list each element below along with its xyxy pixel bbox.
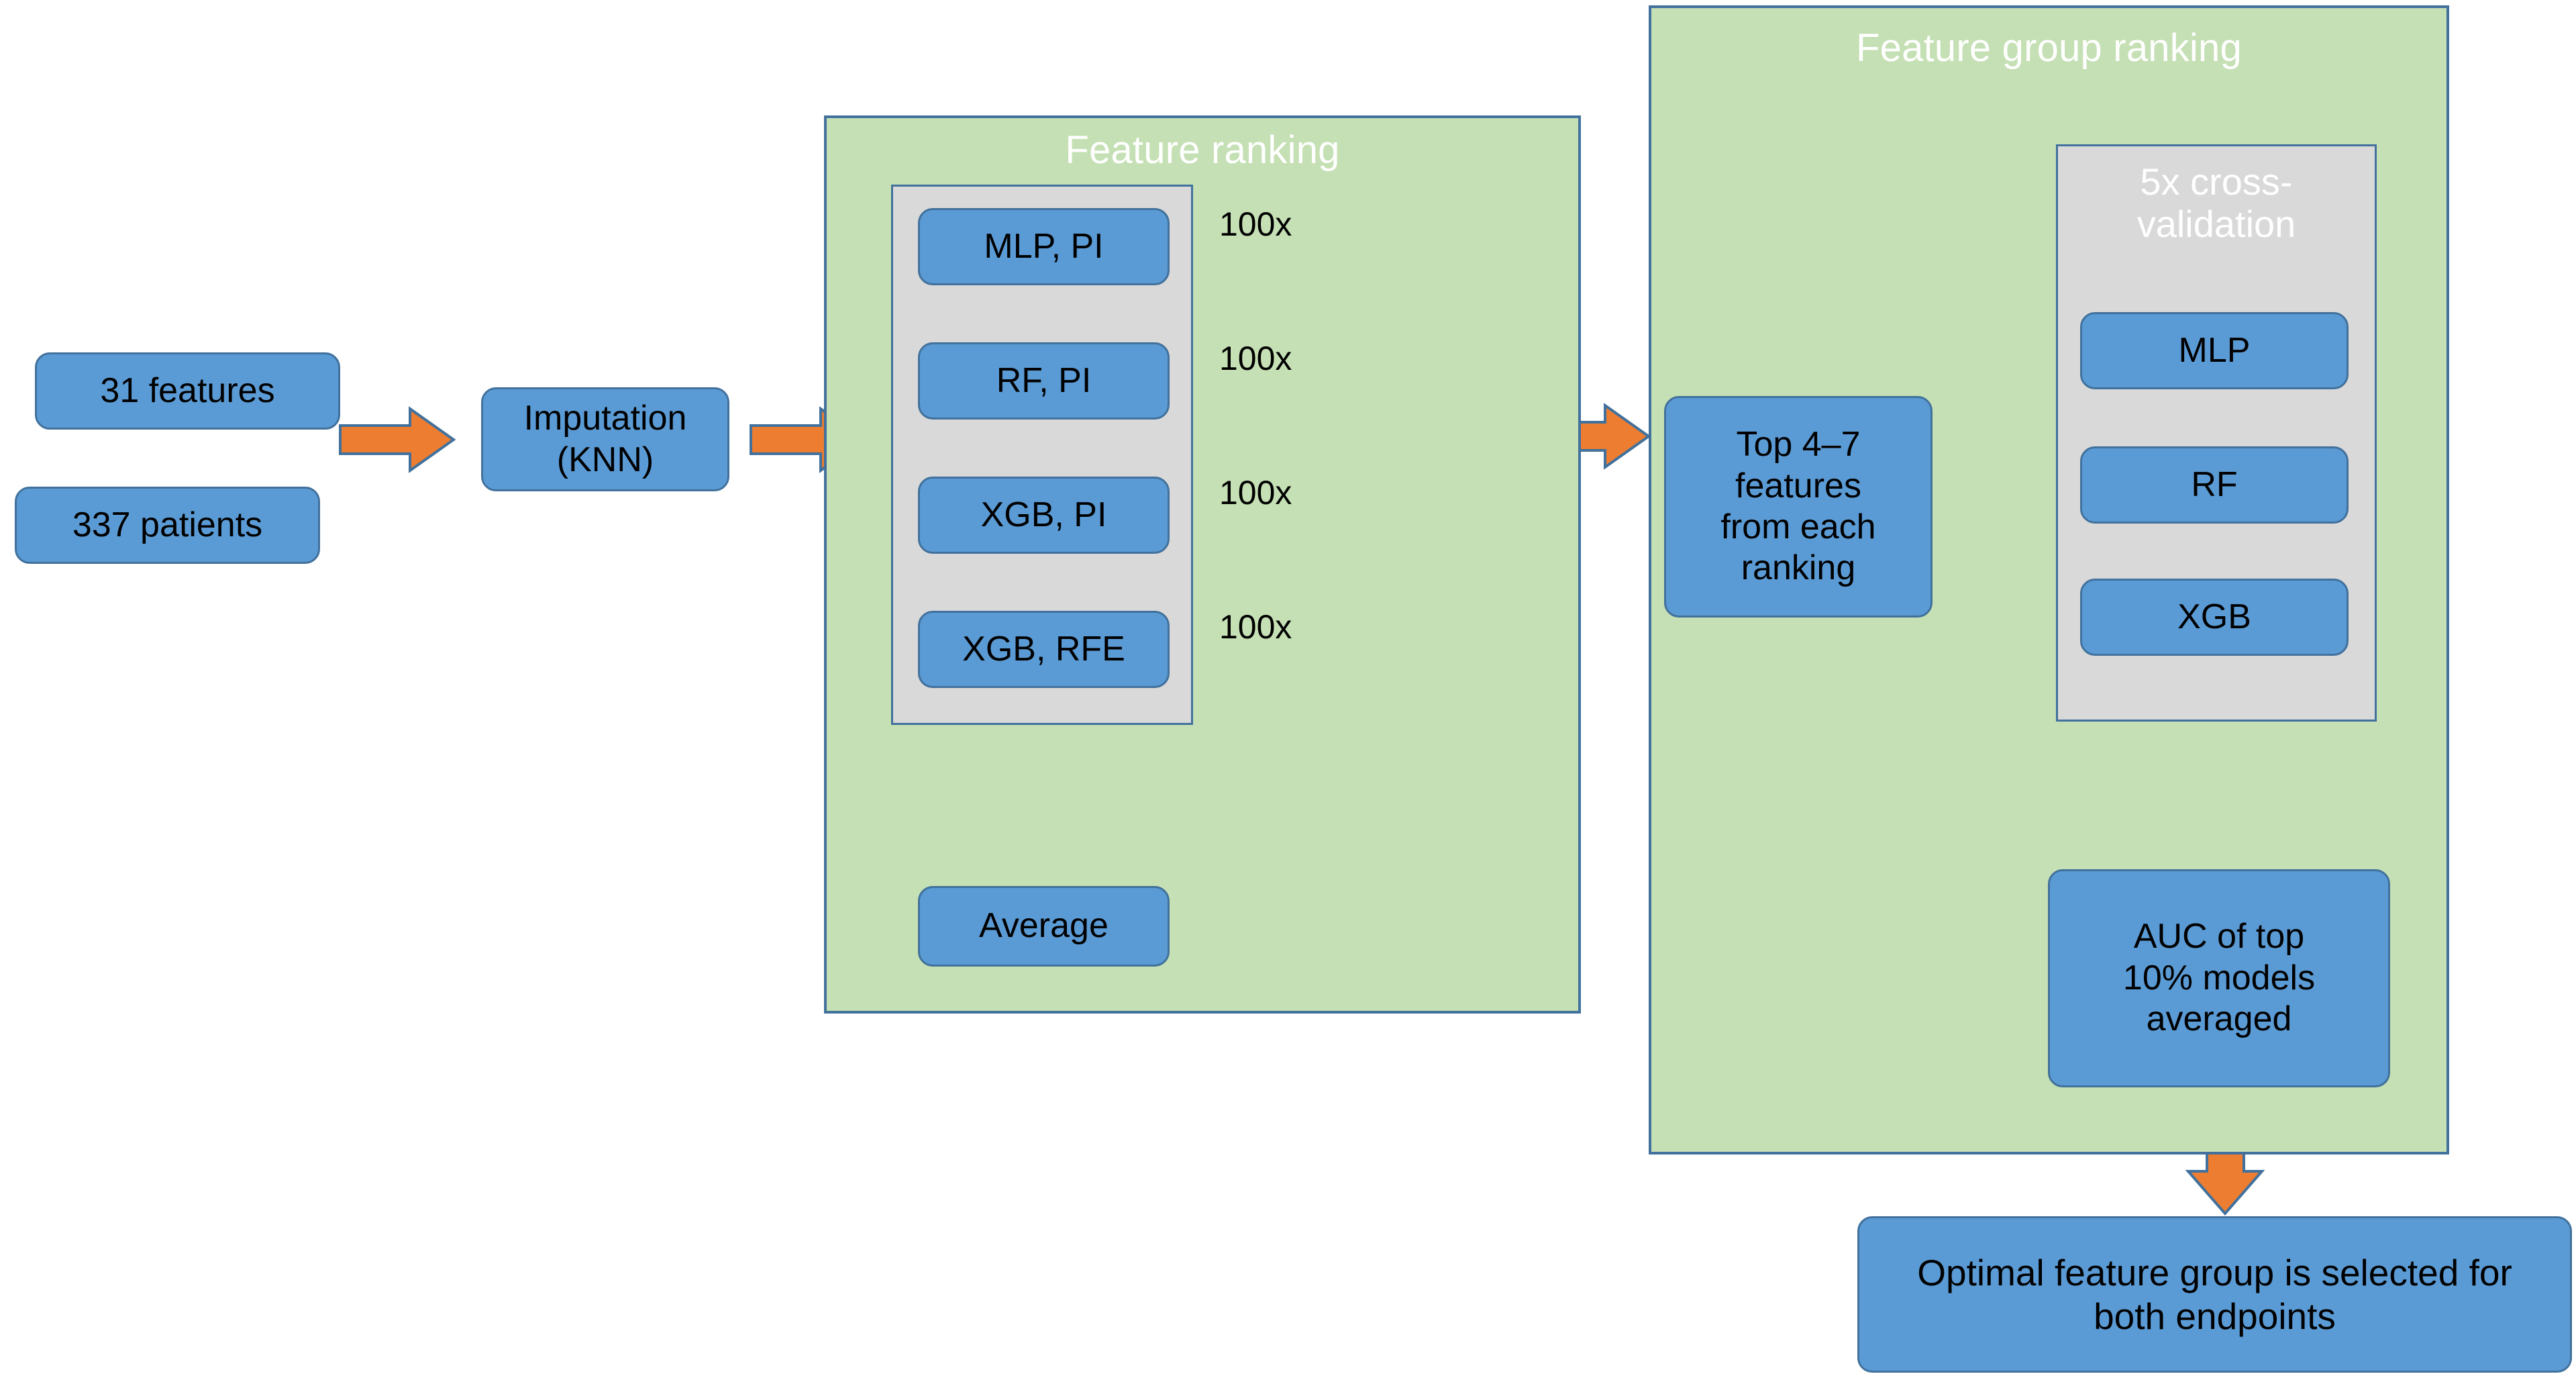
top-features-box[interactable]: Top 4–7 features from each ranking (1664, 396, 1933, 618)
feature-group-ranking-panel-title: Feature group ranking (1856, 26, 2242, 70)
cv-model-box-mlp[interactable]: MLP (2080, 312, 2349, 389)
method-box-mlp-pi[interactable]: MLP, PI (918, 208, 1170, 285)
imputation-box[interactable]: Imputation (KNN) (481, 387, 729, 491)
method-box-rf-pi[interactable]: RF, PI (918, 342, 1170, 420)
method-box-xgb-pi[interactable]: XGB, PI (918, 477, 1170, 554)
cv-model-box-rf[interactable]: RF (2080, 446, 2349, 524)
auc-box[interactable]: AUC of top 10% models averaged (2048, 869, 2390, 1087)
final-output-box[interactable]: Optimal feature group is selected for bo… (1857, 1216, 2572, 1373)
input-patients-box[interactable]: 337 patients (15, 487, 320, 564)
cv-model-box-xgb[interactable]: XGB (2080, 579, 2349, 656)
input-features-box[interactable]: 31 features (35, 352, 340, 430)
repeat-label-rf-pi: 100x (1219, 340, 1292, 377)
repeat-label-xgb-rfe: 100x (1219, 608, 1292, 646)
cross-validation-title: 5x cross- validation (2136, 160, 2296, 245)
repeat-label-mlp-pi: 100x (1219, 205, 1292, 243)
repeat-label-xgb-pi: 100x (1219, 474, 1292, 511)
average-box[interactable]: Average (918, 886, 1170, 967)
method-box-xgb-rfe[interactable]: XGB, RFE (918, 611, 1170, 688)
feature-ranking-panel-title: Feature ranking (1065, 128, 1340, 172)
orange-arrow-inputs-to-imputation (339, 406, 456, 473)
